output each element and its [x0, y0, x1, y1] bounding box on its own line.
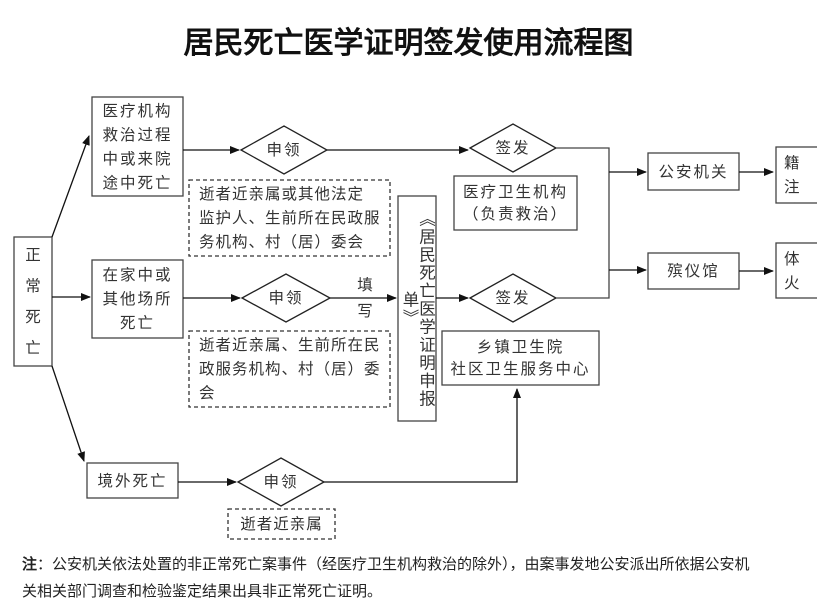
- destination-label-police: 公安机关: [658, 162, 729, 181]
- arrow-apply3-to-township: [324, 388, 521, 483]
- apply-label-3: 申领: [263, 473, 299, 491]
- destination-box-funeral: [647, 252, 740, 290]
- report-form-box: [397, 195, 437, 422]
- outcome-label-cremation: 遗体 火化: [784, 243, 803, 298]
- applicant-box-1: [188, 179, 391, 257]
- applicant-box-2: [188, 330, 391, 408]
- issuer-label-medical: 医疗卫生机构 （负责救治）: [462, 183, 568, 223]
- fill-label: 填 写: [357, 276, 373, 320]
- arrow-start-to-abroad: [51, 365, 85, 462]
- applicant-box-3: [227, 508, 336, 540]
- case-label-abroad: 境外死亡: [97, 471, 168, 490]
- start-label: 正 常 死 亡: [25, 245, 41, 357]
- footnote-line-1: 注：公安机关依法处置的非正常死亡案事件（经医疗卫生机构救治的除外），由案事发地公…: [22, 551, 817, 578]
- bracket-issue-merge: [556, 147, 610, 299]
- apply-label-2: 申领: [268, 289, 304, 307]
- page-title: 居民死亡医学证明签发使用流程图: [183, 26, 634, 61]
- issuer-label-township: 乡镇卫生院 社区卫生服务中心: [450, 338, 591, 378]
- case-box-abroad: [86, 462, 179, 499]
- start-box: [13, 236, 53, 367]
- case-label-home: 在家中或 其他场所 死亡: [102, 266, 173, 332]
- outcome-label-deregister: 户籍 注销: [784, 147, 803, 203]
- footnote-prefix: 注: [22, 555, 38, 573]
- case-box-hospital: [91, 96, 184, 197]
- issue-label-2: 签发: [495, 289, 531, 307]
- outcome-box-deregister: [775, 146, 817, 204]
- outcome-box-cremation: [775, 242, 817, 299]
- destination-label-funeral: 殡仪馆: [667, 262, 720, 280]
- case-label-hospital: 医疗机构 救治过程 中或来院 途中死亡: [102, 101, 173, 192]
- applicant-label-3: 逝者近亲属: [240, 515, 323, 533]
- apply-label-1: 申领: [266, 141, 302, 159]
- report-form-label: 《居民死亡医学证明申报单》: [400, 209, 436, 408]
- issuer-box-township: [441, 330, 600, 386]
- footnote-line-1-text: ：公安机关依法处置的非正常死亡案事件（经医疗卫生机构救治的除外），由案事发地公安…: [37, 555, 750, 573]
- arrow-start-to-hospital: [51, 135, 90, 238]
- issue-label-1: 签发: [495, 139, 531, 157]
- applicant-label-2: 逝者近亲属、生前所在民 政服务机构、村（居）委 会: [199, 336, 381, 402]
- case-box-home: [91, 259, 184, 339]
- footnote-line-2: 关相关部门调查和检验鉴定结果出具非正常死亡证明。: [22, 582, 383, 600]
- issuer-box-medical: [453, 175, 578, 231]
- footnote: 注：公安机关依法处置的非正常死亡案事件（经医疗卫生机构救治的除外），由案事发地公…: [22, 551, 817, 605]
- applicant-label-1: 逝者近亲属或其他法定 监护人、生前所在民政服 务机构、村（居）委会: [199, 185, 381, 251]
